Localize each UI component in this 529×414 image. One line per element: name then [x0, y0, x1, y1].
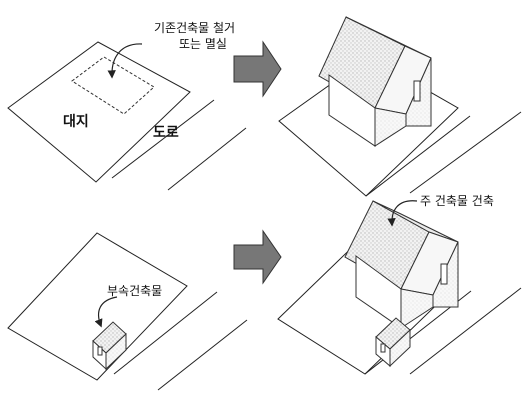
road-line-2: [409, 287, 522, 375]
right-arrow-icon: [233, 229, 282, 285]
site-label: 대지: [63, 114, 89, 130]
main-wall-side: [400, 288, 434, 329]
main-door-icon: [440, 263, 448, 285]
accessory-wall-side: [389, 328, 411, 368]
bottom-right-site-panel: 주 건축물 건축: [277, 194, 522, 375]
top-transition-arrow: [233, 40, 282, 98]
demolition-label-line-1: 기존건축물 철거: [154, 21, 235, 35]
site-parcel-outline: [7, 232, 188, 381]
accessory-wall-side: [105, 332, 127, 371]
bottom-transition-arrow: [233, 229, 282, 285]
demolition-label-line-2: 또는 멸실: [179, 37, 227, 51]
demolition-pointer-arrow: [107, 43, 143, 79]
main-building-label: 주 건축물 건축: [420, 194, 494, 208]
site-parcel-outline: [7, 41, 191, 183]
road-line-2: [167, 127, 247, 191]
main-door-icon: [413, 80, 421, 102]
right-arrow-icon: [233, 40, 282, 98]
bottom-left-site-panel: 부속건축물: [7, 232, 248, 391]
road-line-2: [157, 319, 248, 391]
road-line-2: [409, 111, 522, 194]
existing-building-footprint: [71, 56, 155, 115]
main-wall-side: [374, 107, 407, 147]
road-line-1: [111, 99, 215, 179]
accessory-window-icon: [97, 346, 103, 356]
top-left-site-panel: 기존건축물 철거 또는 멸실 대지 도로: [7, 21, 247, 191]
top-right-site-panel: [278, 16, 522, 197]
road-line-1: [113, 291, 218, 375]
accessory-pointer-arrow: [94, 296, 118, 328]
main-building-pointer-arrow: [387, 200, 418, 227]
road-label: 도로: [153, 125, 179, 141]
accessory-window-icon: [380, 343, 386, 353]
road-line-1: [365, 115, 471, 197]
accessory-building-label: 부속건축물: [107, 284, 162, 298]
